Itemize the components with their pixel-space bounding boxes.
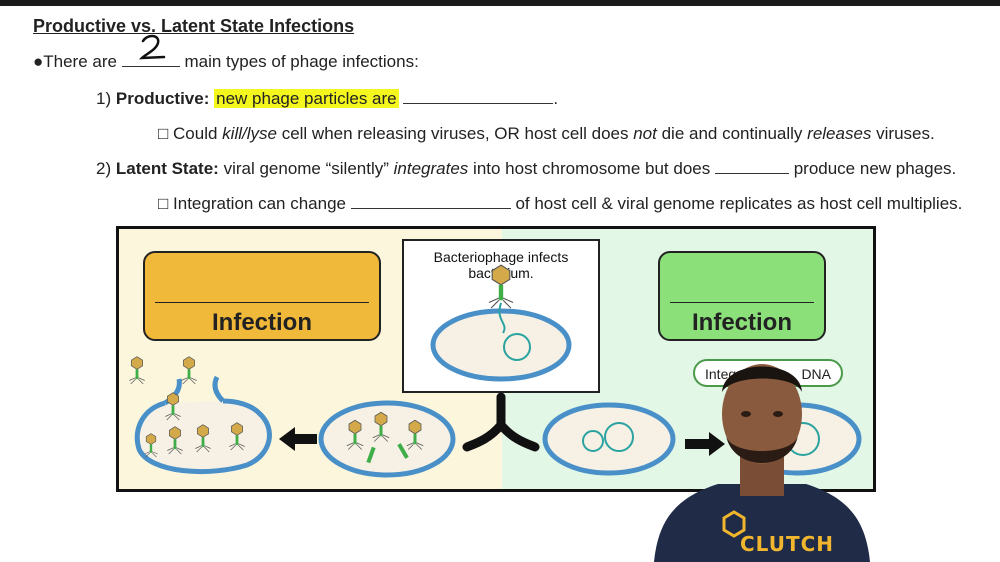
text: viral genome “silently” xyxy=(223,159,389,178)
bacterium-icon xyxy=(430,308,572,382)
text: viruses. xyxy=(876,124,935,143)
text: of host cell & viral genome replicates a… xyxy=(515,194,963,213)
line-types-prefix: ●There are xyxy=(33,52,117,71)
text: into host chromosome but does xyxy=(473,159,711,178)
highlighted-text: new phage particles are xyxy=(214,89,399,108)
phage-infection-diagram: Infection Infection Bacteriophage infect… xyxy=(116,226,876,492)
line-integration: □ Integration can change of host cell & … xyxy=(158,194,962,214)
text: cell when releasing viruses, OR host cel… xyxy=(281,124,629,143)
item-number: 2) xyxy=(96,159,112,178)
text-italic: integrates xyxy=(393,159,469,178)
infection-label: Infection xyxy=(212,309,312,336)
bacterium-icon xyxy=(318,400,456,478)
text: Could xyxy=(173,124,218,143)
checkbox-icon: □ xyxy=(158,124,169,143)
fill-blank xyxy=(403,89,554,104)
text: Integration can change xyxy=(173,194,346,213)
line-productive-detail: □ Could kill/lyse cell when releasing vi… xyxy=(158,124,935,144)
infection-label: Infection xyxy=(692,309,792,336)
top-bar xyxy=(0,0,1000,6)
handwritten-answer xyxy=(138,34,165,60)
term-latent: Latent State: xyxy=(115,159,219,178)
shirt-logo-text: CLUTCH xyxy=(740,532,835,556)
line-types-suffix: main types of phage infections: xyxy=(184,52,419,71)
fill-blank xyxy=(714,159,789,174)
checkbox-icon: □ xyxy=(158,194,169,213)
line-types: ●There are main types of phage infection… xyxy=(33,34,419,72)
pill-text-right: DNA xyxy=(801,366,831,382)
text: die and continually xyxy=(661,124,803,143)
period: . xyxy=(553,89,559,108)
left-arrow-icon xyxy=(279,427,317,451)
text-italic: kill/lyse xyxy=(222,124,277,143)
term-productive: Productive: xyxy=(115,89,210,108)
text-italic: not xyxy=(633,124,657,143)
fill-blank xyxy=(350,194,511,209)
bacterium-icon xyxy=(542,402,676,476)
line-productive: 1) Productive: new phage particles are . xyxy=(96,89,558,109)
productive-infection-box: Infection xyxy=(143,251,381,341)
item-number: 1) xyxy=(96,89,112,108)
latent-infection-box: Infection xyxy=(658,251,826,341)
answer-blank xyxy=(121,34,180,72)
text-italic: releases xyxy=(807,124,872,143)
line-latent: 2) Latent State: viral genome “silently”… xyxy=(96,159,956,179)
text: produce new phages. xyxy=(793,159,957,178)
branch-arrow-icon xyxy=(462,392,540,452)
phage-icon xyxy=(488,264,514,309)
right-arrow-icon xyxy=(685,432,725,456)
presenter-video: CLUTCH xyxy=(654,352,870,562)
page-title: Productive vs. Latent State Infections xyxy=(33,16,355,36)
